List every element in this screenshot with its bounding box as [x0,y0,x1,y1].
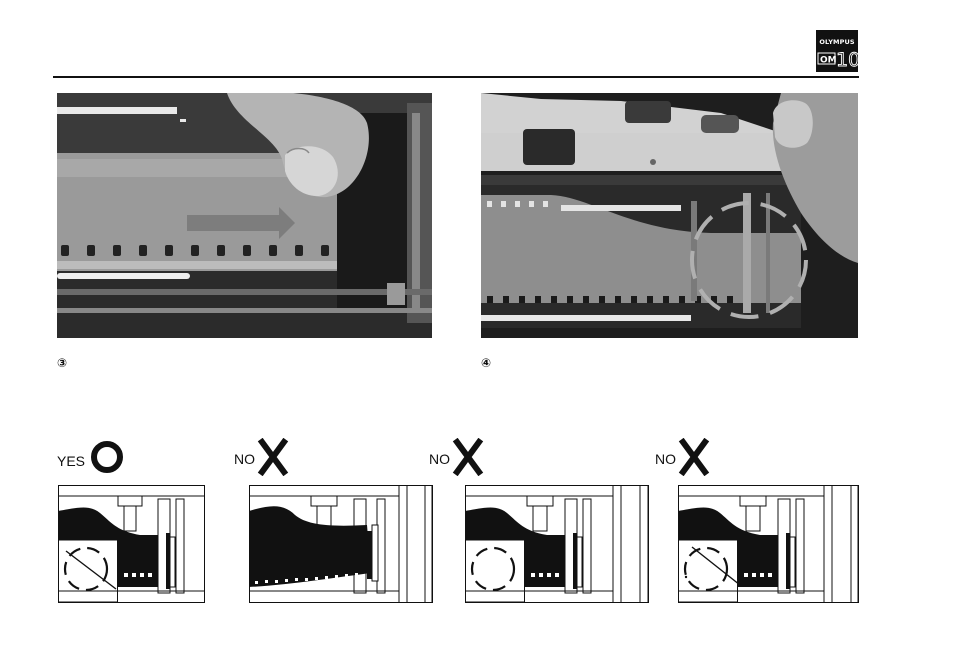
header-rule [53,76,859,78]
logo-model-mark: OM 10 [816,47,858,69]
yes-text: YES [57,453,85,469]
photo-film-leader-insertion [57,93,432,338]
photo-film-take-up-spool [481,93,858,338]
no-text-1: NO [234,451,255,467]
no-text-3: NO [655,451,676,467]
logo-model-number: 10 [836,49,858,69]
step-number-4: ④ [481,356,491,370]
yes-label: YES [57,438,137,474]
diagram-incorrect-loading-2 [465,485,649,603]
step-number-3: ③ [57,356,67,370]
diagram-correct-loading [58,485,205,603]
diagram-incorrect-loading-3 [678,485,859,603]
no-cross-icon-2 [451,438,487,476]
no-cross-icon-3 [677,438,713,476]
no-label-1: NO [234,438,314,476]
olympus-om10-logo: OLYMPUS OM 10 [816,30,858,72]
no-cross-icon-1 [256,438,292,476]
yes-circle-icon [91,438,127,474]
no-label-2: NO [429,438,509,476]
logo-model-text: OM [820,56,837,66]
no-label-3: NO [655,438,735,476]
no-text-2: NO [429,451,450,467]
diagram-incorrect-loading-1 [249,485,433,603]
logo-brand: OLYMPUS [817,38,857,46]
